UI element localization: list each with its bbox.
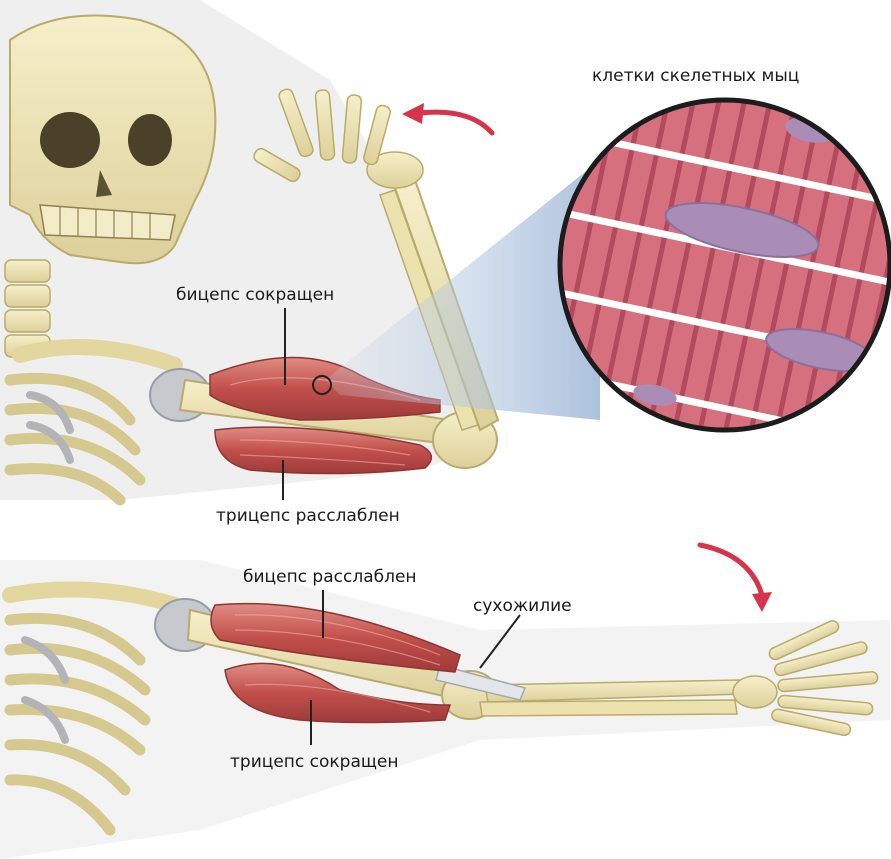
bottom-panel xyxy=(0,545,890,859)
label-biceps-contracted: бицепс сокращен xyxy=(176,285,334,305)
extension-arrow xyxy=(700,545,762,595)
label-muscle-cells: клетки скелетных мыц xyxy=(592,66,799,86)
muscle-cells-zoom xyxy=(506,60,891,486)
flexion-arrow xyxy=(420,112,492,133)
label-triceps-relaxed: трицепс расслаблен xyxy=(216,506,400,526)
label-tendon: сухожилие xyxy=(473,596,572,616)
label-triceps-contracted: трицепс сокращен xyxy=(230,752,398,772)
label-biceps-relaxed: бицепс расслаблен xyxy=(243,567,417,587)
